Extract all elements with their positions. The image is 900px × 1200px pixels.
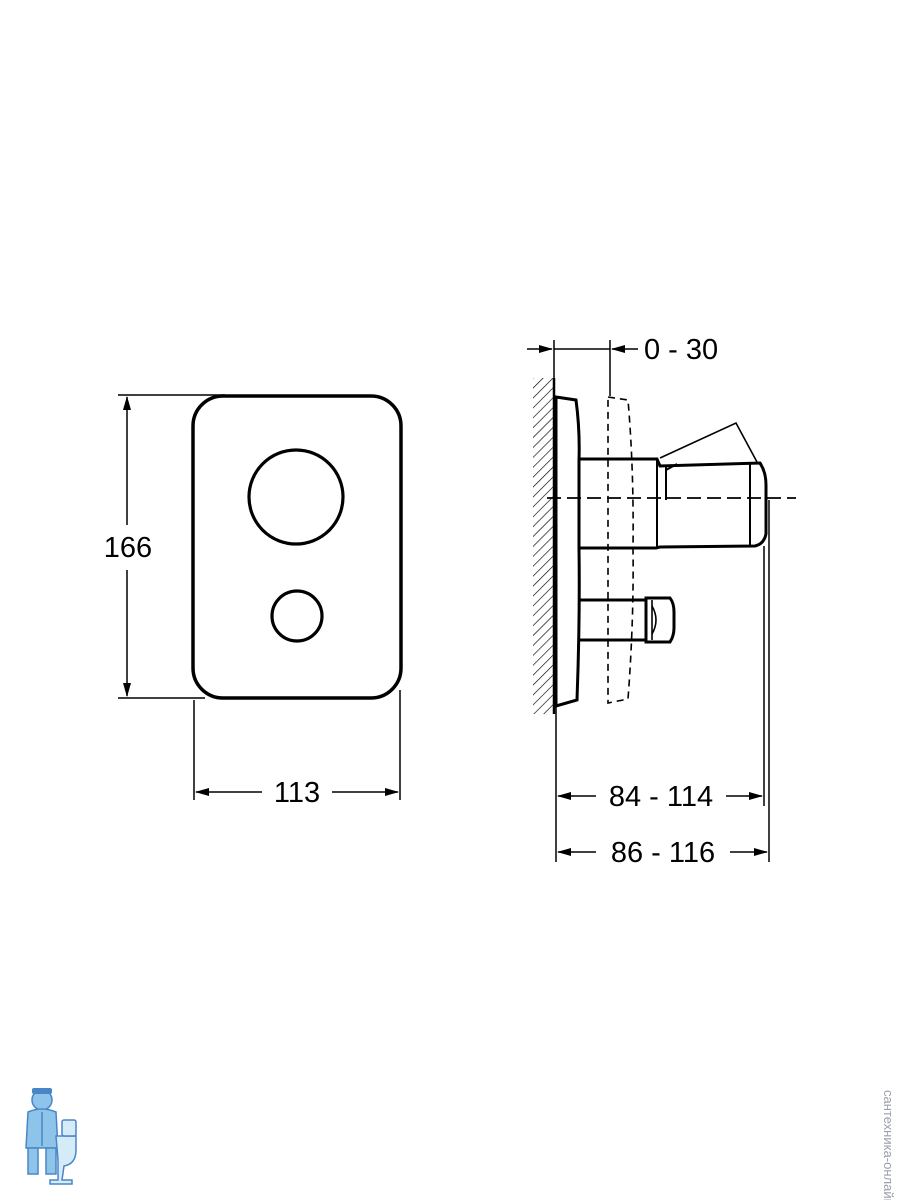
plumber-mascot-icon (25, 1088, 77, 1185)
diverter-knob-side (580, 596, 676, 644)
depth-inner-label: 84 - 114 (609, 781, 713, 813)
cover-plate-outline (191, 394, 403, 700)
offset-label: 0 - 30 (644, 334, 718, 366)
dimension-front-width (193, 690, 401, 800)
main-handle-side (580, 421, 768, 550)
main-handle-circle (247, 448, 345, 546)
front-view (191, 394, 403, 700)
diverter-knob-circle (270, 589, 324, 643)
depth-outer-label: 86 - 116 (611, 837, 715, 869)
dimension-front-height (118, 394, 225, 699)
dimension-depths (555, 500, 770, 862)
dimension-offset (527, 340, 638, 396)
side-view (533, 378, 796, 714)
watermark-text: сантехника-онлайн.рф (881, 1090, 896, 1200)
wall-hatching (533, 378, 554, 714)
escutcheon-profile (554, 395, 581, 708)
front-height-label: 166 (104, 532, 152, 564)
escutcheon-extended-dashed (607, 396, 634, 704)
front-width-label: 113 (274, 777, 320, 809)
